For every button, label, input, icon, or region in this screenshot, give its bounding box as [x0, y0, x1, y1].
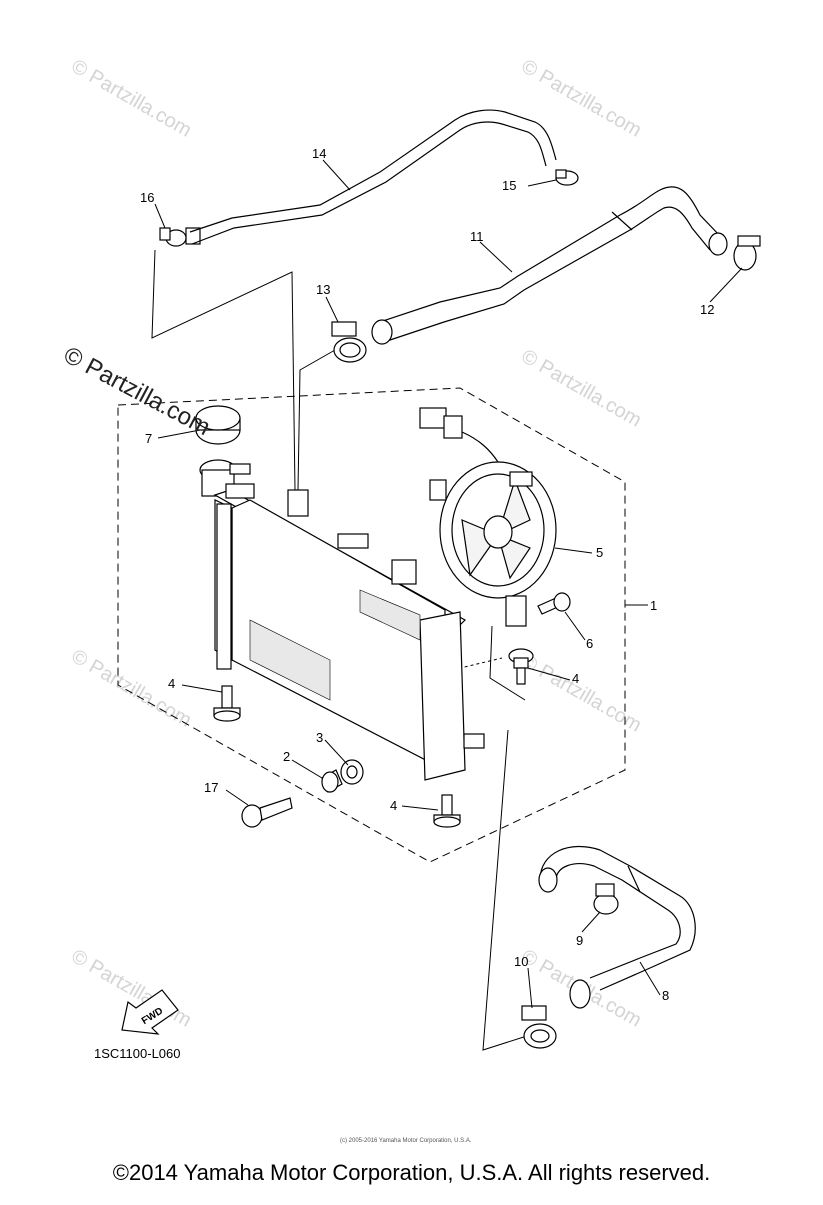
fan-screw [537, 592, 571, 615]
callout-labels: 1 2 3 4 4 4 5 6 7 8 9 10 11 12 13 14 15 … [140, 146, 714, 1003]
hose-clip-16 [159, 227, 187, 247]
callout-12: 12 [700, 302, 714, 317]
callout-6: 6 [586, 636, 593, 651]
watermark: © Partzilla.com [518, 345, 646, 431]
callout-4: 4 [390, 798, 397, 813]
partzilla-watermark: © Partzilla.com [59, 341, 214, 441]
fine-print: (c) 2005-2016 Yamaha Motor Corporation, … [340, 1138, 472, 1144]
lower-radiator-hose [538, 845, 696, 1009]
bolt-4-left [213, 685, 241, 722]
diagram-code: 1SC1100-L060 [94, 1046, 181, 1061]
assembly-outline [117, 387, 626, 863]
watermark: © Partzilla.com [68, 55, 196, 141]
callout-8: 8 [662, 988, 669, 1003]
callout-11: 11 [470, 229, 484, 244]
upper-radiator-hose [371, 186, 728, 345]
callout-4: 4 [572, 671, 579, 686]
bolt-4-lower [433, 794, 461, 828]
watermark: © Partzilla.com [518, 650, 646, 736]
callout-15: 15 [502, 178, 516, 193]
callout-5: 5 [596, 545, 603, 560]
bolt-4-right [508, 648, 534, 685]
hose-clip-15 [555, 169, 579, 186]
callout-3: 3 [316, 730, 323, 745]
watermark: © Partzilla.com [518, 55, 646, 141]
radiator [213, 483, 485, 781]
fwd-arrow-icon: FWD [121, 989, 179, 1035]
copyright-footer: ©2014 Yamaha Motor Corporation, U.S.A. A… [112, 1160, 711, 1185]
radiator-cap [195, 405, 241, 445]
watermark: © Partzilla.com [68, 645, 196, 731]
hose-clamp-13 [331, 321, 367, 363]
hose-clamp-9 [593, 883, 619, 915]
callout-16: 16 [140, 190, 154, 205]
fan-connector [419, 407, 499, 463]
callouts [154, 159, 743, 1009]
callout-2: 2 [283, 749, 290, 764]
callout-4: 4 [168, 676, 175, 691]
callout-1: 1 [650, 598, 657, 613]
cooling-fan [429, 461, 557, 627]
grommet [340, 759, 364, 785]
collar [321, 769, 343, 793]
callout-14: 14 [312, 146, 326, 161]
callout-9: 9 [576, 933, 583, 948]
flange-bolt [241, 797, 293, 828]
callout-17: 17 [204, 780, 218, 795]
breather-hose [185, 109, 557, 245]
hose-clamp-12 [733, 235, 761, 271]
hose-clamp-10 [521, 1005, 557, 1049]
callout-10: 10 [514, 954, 528, 969]
callout-13: 13 [316, 282, 330, 297]
callout-7: 7 [145, 431, 152, 446]
filler-neck [199, 459, 251, 497]
